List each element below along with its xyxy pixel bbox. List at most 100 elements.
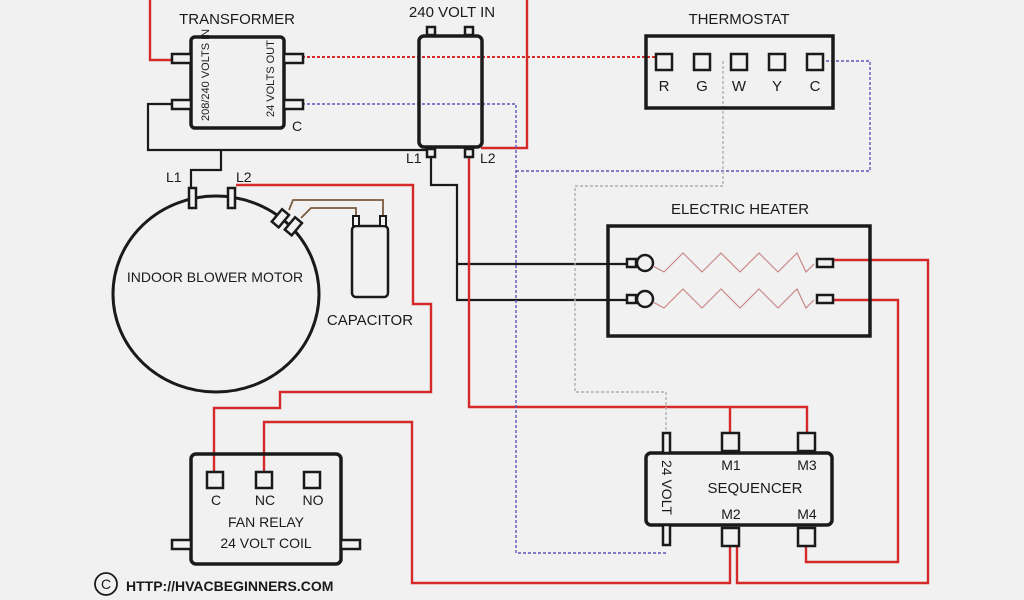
blower-motor-l2-label: L2 [236, 169, 252, 185]
blower-motor-label: INDOOR BLOWER MOTOR [127, 269, 303, 285]
heater-element-2-coil [652, 288, 815, 309]
sequencer-coil-terminal-bottom[interactable] [661, 523, 672, 547]
heater-element-1-coil [652, 252, 815, 273]
capacitor-terminal-2[interactable] [379, 215, 387, 227]
sequencer-terminal-m3[interactable] [796, 431, 817, 453]
transformer-terminal-out-c[interactable] [282, 98, 305, 111]
heater-element-1-left-terminal[interactable] [625, 257, 638, 269]
transformer-terminal-in-2[interactable] [170, 98, 193, 111]
thermostat-terminals: R G W Y C [654, 52, 825, 95]
blower-motor-l1-terminal[interactable] [187, 186, 198, 210]
fan-relay-terminal-c[interactable] [205, 470, 225, 490]
thermostat-terminal-w[interactable] [729, 52, 749, 72]
power-in-top-terminal-1[interactable] [425, 25, 437, 37]
wire-240v-l2-to-sequencer [467, 156, 809, 433]
sequencer-label-m1: M1 [721, 457, 741, 473]
electric-heater-body [606, 224, 872, 338]
sequencer-coil-label: 24 VOLT [659, 460, 675, 515]
footer: C HTTP://HVACBEGINNERS.COM [94, 572, 333, 596]
fan-relay[interactable]: C NC NO FAN RELAY 24 VOLT COIL [170, 452, 362, 566]
wire-thermostat-w [574, 61, 724, 433]
wire-m2-to-heater [735, 258, 930, 585]
transformer-common-label: C [292, 118, 302, 134]
wire-common-thermostat [516, 60, 871, 172]
thermostat-terminal-r[interactable] [654, 52, 674, 72]
thermostat-terminal-label-g: G [696, 78, 708, 95]
transformer-primary-label: 208/240 VOLTS IN [200, 29, 212, 121]
thermostat-label: THERMOSTAT [688, 11, 789, 28]
power-in-l2-label: L2 [480, 150, 496, 166]
electric-heater[interactable]: ELECTRIC HEATER [606, 201, 872, 338]
heater-element-1-right-terminal[interactable] [815, 257, 835, 269]
sequencer-terminal-m1[interactable] [720, 431, 741, 453]
sequencer-label-m3: M3 [797, 457, 817, 473]
sequencer-body [644, 451, 834, 527]
power-in-240v[interactable]: 240 VOLT IN L1 L2 [406, 4, 496, 166]
thermostat-terminal-label-c: C [810, 78, 821, 95]
blower-motor-body [111, 194, 321, 394]
wire-capacitor-2 [300, 207, 357, 219]
thermostat-terminal-label-r: R [659, 78, 670, 95]
footer-url[interactable]: HTTP://HVACBEGINNERS.COM [126, 578, 333, 594]
fan-relay-terminal-nc[interactable] [254, 470, 274, 490]
power-in-body [417, 34, 484, 149]
blower-motor-l1-label: L1 [166, 169, 182, 185]
thermostat-terminal-g[interactable] [692, 52, 712, 72]
blower-motor-cap-terminal-1[interactable] [270, 207, 291, 230]
wire-motor-l2 [212, 183, 433, 472]
fan-relay-label-line1: FAN RELAY [228, 514, 305, 530]
fan-relay-coil-terminal-left[interactable] [170, 538, 193, 551]
fan-relay-body [189, 452, 343, 566]
thermostat-terminal-y[interactable] [767, 52, 787, 72]
wire-motor-l1 [189, 150, 223, 190]
wire-capacitor-1 [288, 199, 384, 216]
transformer-label: TRANSFORMER [179, 11, 295, 28]
sequencer-terminal-m2[interactable] [720, 526, 741, 548]
sequencer-label: SEQUENCER [707, 480, 802, 497]
transformer-secondary-label: 24 VOLTS OUT [265, 40, 277, 117]
fan-relay-terminal-no[interactable] [302, 470, 322, 490]
copyright-symbol: C [101, 576, 111, 592]
transformer-terminal-in-1[interactable] [170, 52, 193, 65]
power-in-l1-terminal[interactable] [425, 147, 437, 159]
thermostat-body [644, 34, 835, 110]
power-in-top-terminal-2[interactable] [463, 25, 475, 37]
wire-transformer-line-in [148, 0, 176, 62]
capacitor-label: CAPACITOR [327, 312, 413, 329]
wire-transformer-neutral [146, 102, 430, 152]
fan-relay-label-no: NO [303, 492, 324, 508]
fan-relay-coil-terminal-right[interactable] [339, 538, 362, 551]
electric-heater-label: ELECTRIC HEATER [671, 201, 809, 218]
sequencer-label-m4: M4 [797, 506, 817, 522]
capacitor-body [350, 224, 390, 299]
power-in-l1-label: L1 [406, 150, 422, 166]
copyright-icon [94, 572, 118, 596]
sequencer[interactable]: 24 VOLT M1 M3 SEQUENCER M2 M4 [644, 431, 834, 548]
wire-common-transformer [302, 103, 667, 554]
power-in-l2-terminal[interactable] [463, 147, 475, 159]
blower-motor-l2-terminal[interactable] [226, 186, 237, 210]
sequencer-terminal-m4[interactable] [796, 526, 817, 548]
transformer-body [189, 35, 286, 130]
heater-element-2-right-terminal[interactable] [815, 293, 835, 305]
power-in-label: 240 VOLT IN [409, 4, 495, 21]
heater-element-1-limit-switch [635, 253, 655, 273]
sequencer-coil-terminal-top[interactable] [661, 431, 672, 455]
blower-motor[interactable]: L1 L2 INDOOR BLOWER MOTOR [111, 169, 321, 394]
transformer-terminal-out-1[interactable] [282, 52, 305, 65]
capacitor-terminal-1[interactable] [352, 215, 360, 227]
thermostat-terminal-c[interactable] [805, 52, 825, 72]
sequencer-label-m2: M2 [721, 506, 741, 522]
wire-240v-l1-down [429, 156, 630, 302]
wire-240v-l2-feed [481, 0, 529, 150]
blower-motor-cap-terminal-2[interactable] [283, 215, 304, 238]
thermostat[interactable]: THERMOSTAT R G W Y C [644, 11, 835, 110]
heater-element-2-left-terminal[interactable] [625, 293, 638, 305]
heater-element-2-limit-switch [635, 289, 655, 309]
wire-relay-nc-to-m2 [262, 420, 732, 585]
capacitor[interactable]: CAPACITOR [327, 215, 413, 329]
thermostat-terminal-label-y: Y [772, 78, 782, 95]
transformer[interactable]: TRANSFORMER 208/240 VOLTS IN 24 VOLTS OU… [170, 11, 305, 134]
wires [146, 0, 930, 585]
